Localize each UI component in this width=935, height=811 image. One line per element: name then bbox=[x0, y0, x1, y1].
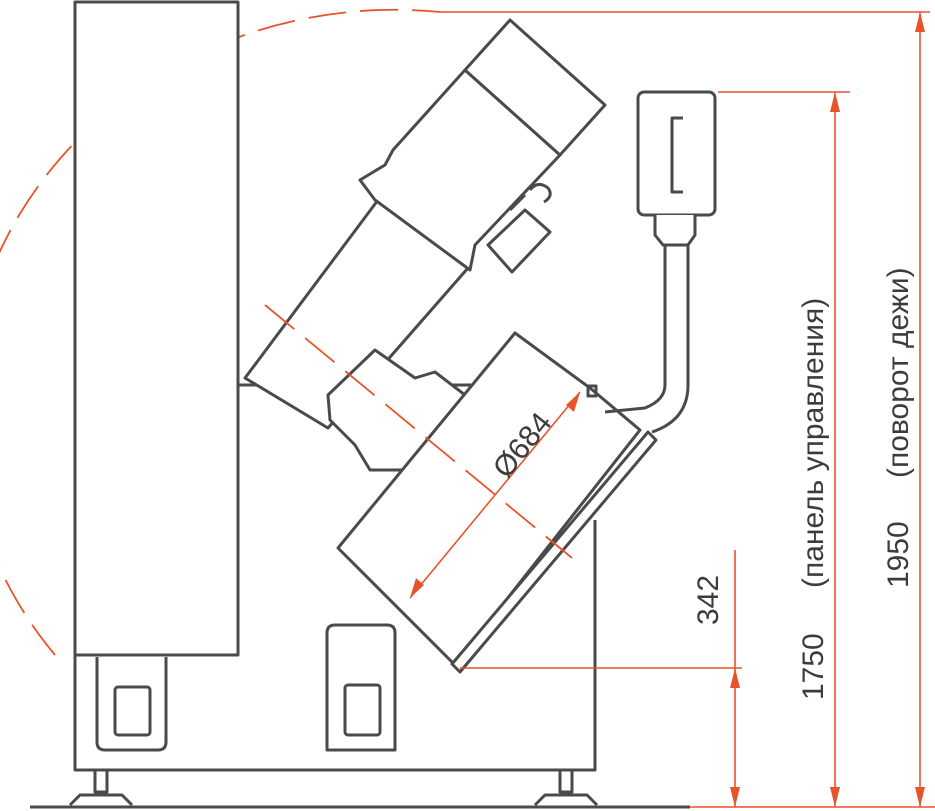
control-panel bbox=[604, 90, 717, 434]
left-cabinet bbox=[73, 0, 240, 657]
foot-left bbox=[68, 768, 134, 807]
bowl-centerline bbox=[264, 304, 573, 559]
tilt-height-label: 1950 bbox=[882, 521, 915, 588]
leg-panel-middle bbox=[325, 623, 397, 752]
panel-height-caption: (панель управления) bbox=[797, 298, 830, 588]
panel-height-dimension bbox=[830, 92, 840, 807]
leg-panel-left bbox=[95, 657, 168, 752]
mixer-head bbox=[243, 18, 607, 472]
tilt-height-caption: (поворот дежи) bbox=[882, 267, 915, 478]
bowl-height-label: 342 bbox=[692, 575, 725, 625]
bowl bbox=[336, 331, 658, 674]
tilt-arc bbox=[0, 8, 441, 656]
bowl-height-dimension bbox=[730, 550, 740, 807]
panel-height-label: 1750 bbox=[797, 633, 830, 700]
diameter-dimension bbox=[409, 391, 581, 599]
foot-right bbox=[533, 768, 599, 807]
tilt-height-dimension bbox=[915, 12, 925, 807]
